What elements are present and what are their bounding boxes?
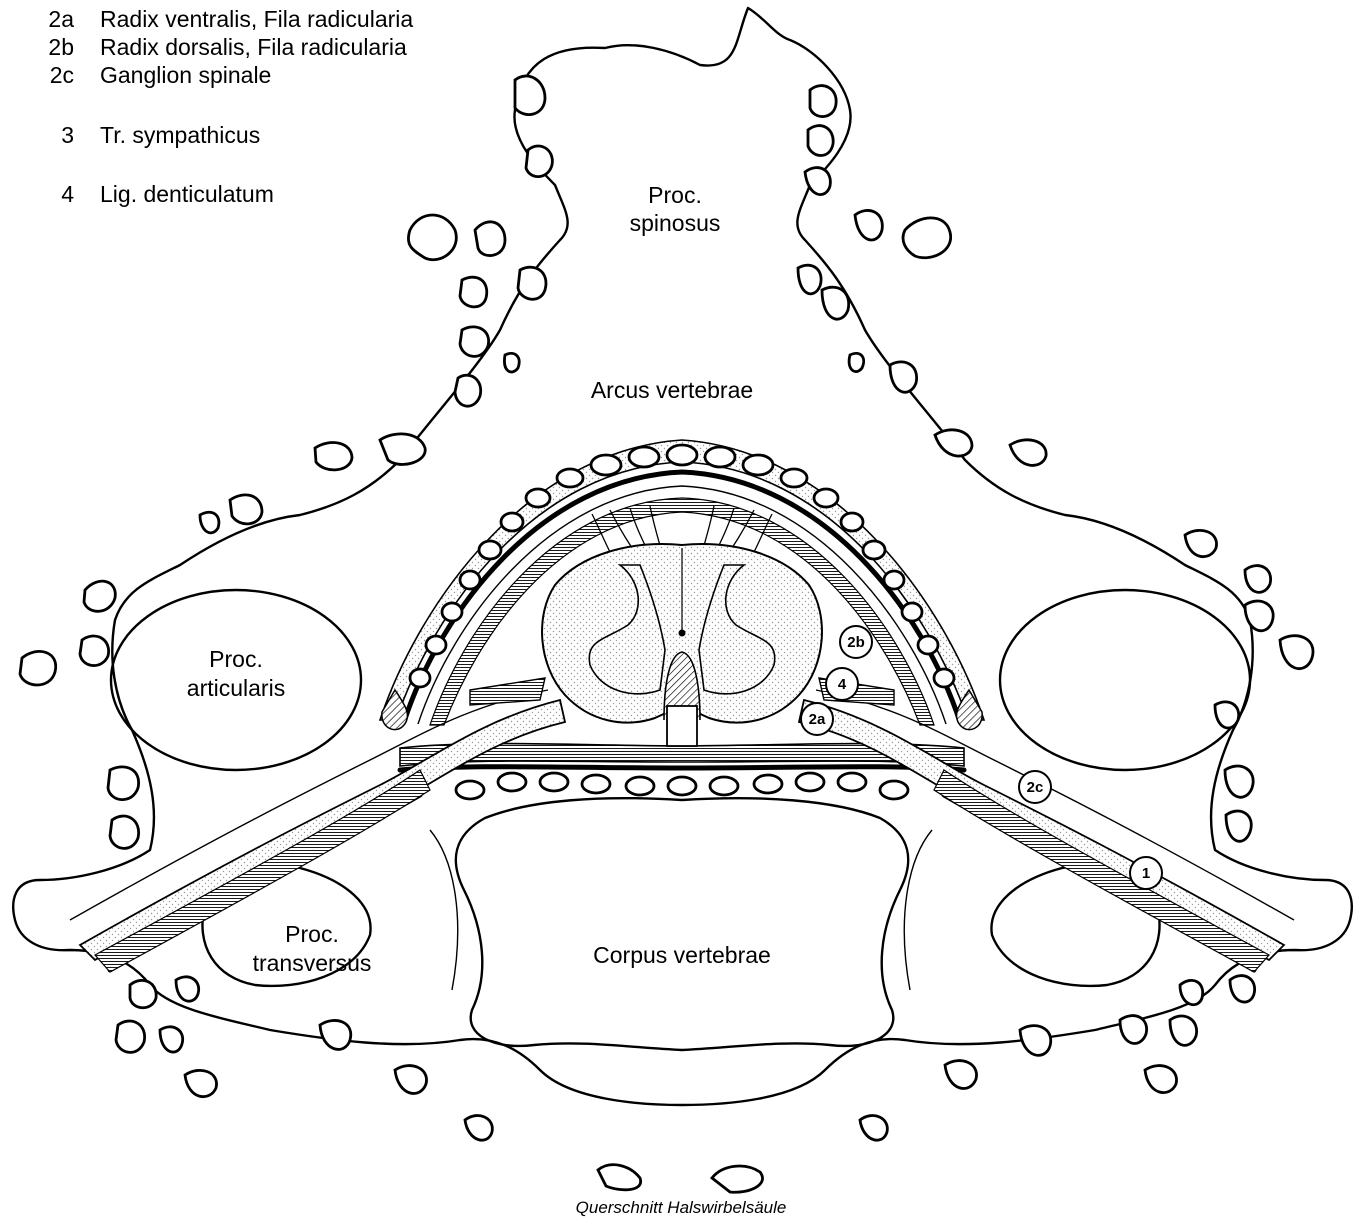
label-arcus-vertebrae: Arcus vertebrae bbox=[591, 377, 753, 403]
corpus-inner-line-left bbox=[430, 830, 458, 990]
marker-2a: 2a bbox=[801, 703, 833, 735]
svg-text:2b: 2b bbox=[847, 634, 865, 651]
label-proc-articularis-line1: Proc. bbox=[209, 646, 263, 672]
legend-number: 2a bbox=[0, 6, 74, 33]
legend-text: Radix dorsalis, Fila radicularia bbox=[100, 34, 407, 61]
label-proc-transversus-line1: Proc. bbox=[285, 921, 339, 947]
legend-number: 2c bbox=[0, 62, 74, 89]
corpus-vertebrae-shape bbox=[456, 798, 908, 1050]
label-proc-spinosus-line1: Proc. bbox=[648, 182, 702, 208]
anterior-spinal-septum bbox=[667, 706, 697, 746]
label-corpus-vertebrae: Corpus vertebrae bbox=[593, 942, 771, 968]
lig-denticulatum-left bbox=[470, 678, 545, 705]
nerve-root-right bbox=[799, 690, 1294, 972]
figure-caption: Querschnitt Halswirbelsäule bbox=[0, 1198, 1362, 1218]
canal-floor-thick-line bbox=[400, 767, 964, 770]
marker-2c: 2c bbox=[1019, 771, 1051, 803]
legend-number: 3 bbox=[0, 122, 74, 149]
label-proc-spinosus-line2: spinosus bbox=[630, 210, 721, 236]
label-proc-articularis-line2: articularis bbox=[187, 675, 285, 701]
svg-text:2c: 2c bbox=[1027, 779, 1044, 796]
legend-text: Lig. denticulatum bbox=[100, 181, 274, 208]
svg-text:4: 4 bbox=[838, 676, 847, 693]
marker-1: 1 bbox=[1130, 857, 1162, 889]
marker-4: 4 bbox=[826, 668, 858, 700]
legend-text: Tr. sympathicus bbox=[100, 122, 260, 149]
label-proc-transversus-line2: transversus bbox=[253, 950, 372, 976]
legend-text: Radix ventralis, Fila radicularia bbox=[100, 6, 413, 33]
svg-text:1: 1 bbox=[1142, 865, 1150, 882]
legend-number: 2b bbox=[0, 34, 74, 61]
marker-2b: 2b bbox=[840, 626, 872, 658]
proc-articularis-right-shape bbox=[1000, 590, 1250, 770]
legend-number: 4 bbox=[0, 181, 74, 208]
legend-text: Ganglion spinale bbox=[100, 62, 271, 89]
svg-text:2a: 2a bbox=[809, 711, 826, 728]
central-canal bbox=[679, 630, 686, 637]
anterior-fat-pads bbox=[456, 773, 908, 799]
